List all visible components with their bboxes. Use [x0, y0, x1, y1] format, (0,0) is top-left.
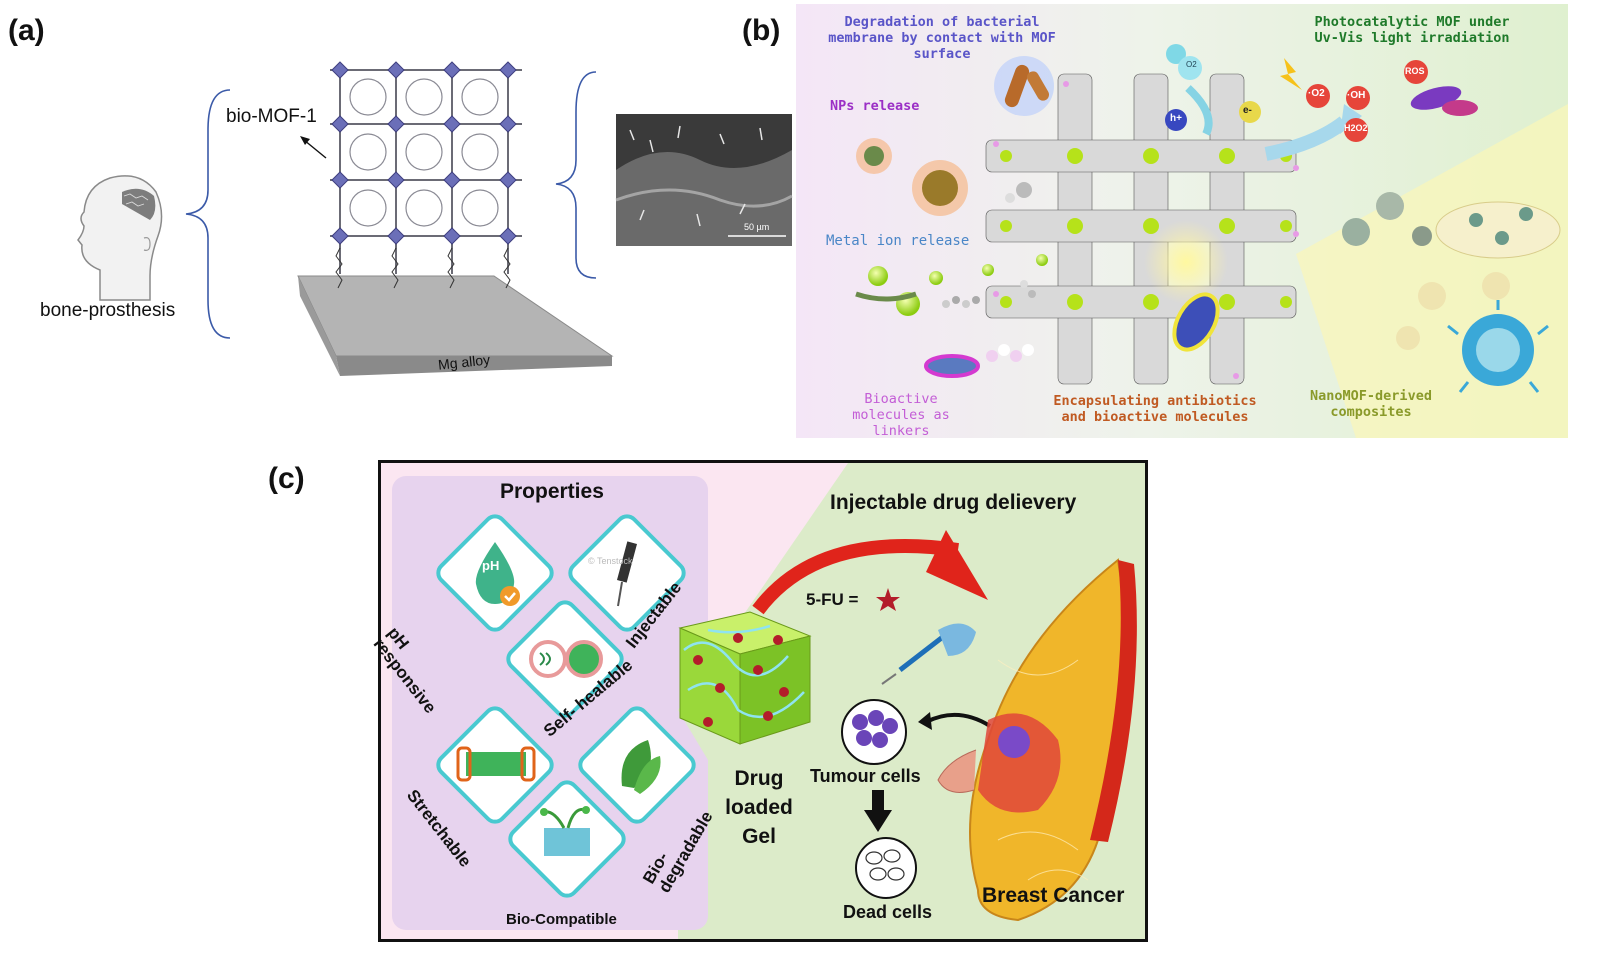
- dead-cells-label: Dead cells: [843, 902, 933, 922]
- photocatalysis: [1165, 44, 1478, 161]
- grey-sphere: [1016, 182, 1032, 198]
- drug-loaded-gel-label: Drug loaded Gel: [716, 764, 802, 851]
- prop-biocompatible: Bio-Compatible: [506, 911, 617, 928]
- species-oh: ·OH: [1347, 90, 1366, 101]
- right-brace: [555, 71, 597, 279]
- drug-star-icon: [876, 588, 900, 611]
- gel-label-line1: Drug: [734, 767, 784, 790]
- mof-pointer-arrow: [303, 139, 327, 159]
- stock-watermark: © Tenstock: [588, 556, 633, 566]
- syringe-icon: [616, 541, 638, 607]
- label-nps-release: NPs release: [830, 98, 920, 114]
- dead-cells-icon: [855, 837, 917, 899]
- down-arrow: [872, 790, 884, 812]
- species-hplus: h+: [1170, 113, 1182, 124]
- tumour-cells-icon: [841, 699, 907, 765]
- sem-micrograph: [615, 114, 793, 246]
- gel-label-line2: loaded: [725, 796, 793, 819]
- panel-b-letter: (b): [742, 14, 781, 47]
- drug-5fu-label: 5-FU =: [806, 590, 859, 609]
- species-o2: O2: [1186, 60, 1197, 69]
- injection-syringe-icon: [881, 623, 976, 685]
- breast-cancer-label: Breast Cancer: [982, 884, 1125, 907]
- bio-mof-1-lattice: [330, 61, 522, 289]
- label-metal-ion-release: Metal ion release: [826, 233, 970, 249]
- ph-icon-text: pH: [482, 558, 500, 573]
- properties-title: Properties: [500, 480, 604, 503]
- gel-label-line3: Gel: [742, 825, 776, 848]
- nanomof-composites: [1342, 192, 1561, 393]
- nps-release: [856, 138, 968, 216]
- bioactive-linkers: [924, 344, 1034, 378]
- panel-c-illustration: [378, 460, 1148, 942]
- drug-loaded-gel-cube: [678, 611, 812, 745]
- encapsulated-drug-glow: [1144, 220, 1228, 304]
- species-o2-radical: ·O2: [1308, 88, 1325, 99]
- bio-compatible-icon: [540, 806, 590, 856]
- self-healing-icon: [529, 640, 603, 678]
- panel-a-letter: (a): [8, 14, 45, 47]
- panel-b-illustration: [796, 4, 1568, 438]
- label-bioactive-linkers: Bioactive molecules as linkers: [852, 391, 950, 439]
- label-nanomof: NanoMOF-derived composites: [1310, 388, 1432, 420]
- tumour-pointer-arrow: [925, 712, 992, 728]
- bacterium-encapsulated: [1172, 292, 1220, 352]
- label-photocatalytic: Photocatalytic MOF under Uv-Vis light ir…: [1314, 14, 1510, 46]
- species-h2o2: H2O2: [1344, 123, 1368, 133]
- species-eminus: e-: [1243, 105, 1252, 116]
- bone-prosthesis-label: bone-prosthesis: [40, 300, 176, 321]
- bacterium-membrane: [994, 56, 1054, 116]
- delivery-arrow: [752, 539, 959, 615]
- label-encapsulating: Encapsulating antibiotics and bioactive …: [1053, 393, 1257, 425]
- mg-alloy-slab: [297, 275, 614, 376]
- head-icon: [77, 175, 163, 301]
- label-degradation: Degradation of bacterial membrane by con…: [828, 14, 1056, 62]
- bio-mof-1-label: bio-MOF-1: [226, 106, 317, 127]
- scale-bar-label: 50 µm: [744, 222, 770, 232]
- tumour-cells-label: Tumour cells: [810, 766, 921, 786]
- breast-anatomy-illustration: [937, 558, 1137, 922]
- metal-ion-release: [855, 254, 1048, 316]
- panel-a-illustration: [77, 61, 793, 376]
- ph-drop-icon: [475, 542, 520, 606]
- species-ros: ROS: [1405, 66, 1425, 76]
- left-brace: [185, 89, 231, 339]
- stretch-band-icon: [456, 746, 536, 782]
- leaf-icon: [621, 740, 661, 794]
- panel-c-letter: (c): [268, 462, 305, 495]
- injectable-title: Injectable drug delievery: [830, 491, 1077, 514]
